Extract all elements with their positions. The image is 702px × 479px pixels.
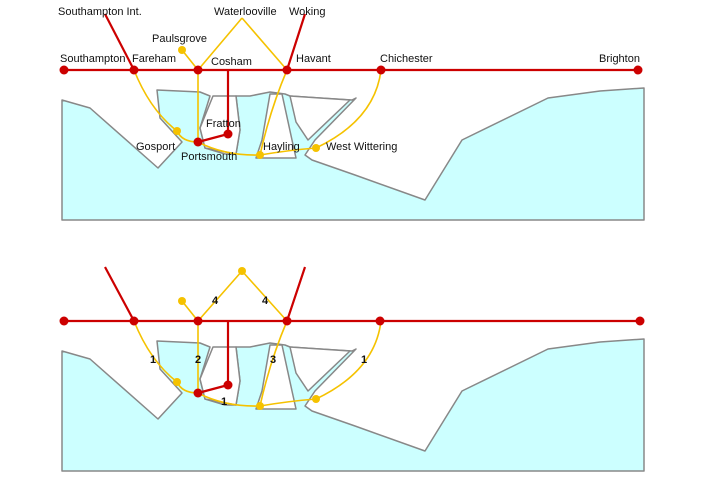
label-hayling: Hayling xyxy=(263,141,300,153)
station-dot-fareham xyxy=(129,65,139,75)
route-portsmouth-hayling xyxy=(197,392,261,407)
bottom-rail-stations xyxy=(59,316,645,398)
station-dot-southampton xyxy=(59,316,69,326)
stop-dot-paulsgrove xyxy=(178,297,186,305)
label-woking: Woking xyxy=(289,6,325,18)
top-rail-stations xyxy=(59,65,643,147)
route-waterlooville-havant xyxy=(241,17,288,71)
route-waterlooville-havant xyxy=(241,270,288,322)
stop-dot-hayling xyxy=(256,151,264,159)
station-dot-portsmouth xyxy=(193,137,203,147)
station-dot-chichester xyxy=(375,316,385,326)
bottom-rail-lines xyxy=(64,266,640,395)
segment-label-portsmouth-hayling: 1 xyxy=(221,396,227,408)
station-dot-brighton xyxy=(635,316,645,326)
route-havant-hayling xyxy=(259,320,288,407)
label-havant: Havant xyxy=(296,53,331,65)
top-yellow-stops xyxy=(173,46,320,159)
label-paulsgrove: Paulsgrove xyxy=(152,33,207,45)
rail-southampton-int-fareham xyxy=(104,266,135,322)
top-rail-lines xyxy=(64,13,638,144)
station-dot-cosham xyxy=(193,316,203,326)
stop-dot-paulsgrove xyxy=(178,46,186,54)
label-gosport: Gosport xyxy=(136,141,175,153)
station-dot-havant xyxy=(282,316,292,326)
station-dot-fareham xyxy=(129,316,139,326)
route-hayling-west-wittering xyxy=(259,147,317,156)
station-dot-cosham xyxy=(193,65,203,75)
rail-fratton-portsmouth xyxy=(197,383,229,395)
top-diagram: Southampton Int. Waterlooville Woking Pa… xyxy=(58,6,645,221)
route-cosham-waterlooville xyxy=(197,270,243,322)
segment-label-fareham-gosport: 1 xyxy=(150,354,156,366)
bottom-yellow-stops xyxy=(173,267,320,410)
station-dot-havant xyxy=(282,65,292,75)
station-dot-fratton xyxy=(223,129,233,139)
station-dot-southampton xyxy=(59,65,69,75)
route-portsmouth-hayling xyxy=(197,141,261,156)
label-cosham: Cosham xyxy=(211,56,252,68)
label-chichester: Chichester xyxy=(380,53,433,65)
label-southampton: Southampton xyxy=(60,53,125,65)
rail-woking-havant xyxy=(285,13,307,71)
segment-label-chichester-west-wittering: 1 xyxy=(361,354,367,366)
top-station-labels: Southampton Int. Waterlooville Woking Pa… xyxy=(58,6,640,163)
stop-dot-hayling xyxy=(256,402,264,410)
rail-woking-havant xyxy=(285,266,307,322)
route-cosham-waterlooville xyxy=(197,17,243,71)
route-fareham-gosport xyxy=(133,69,178,132)
route-fareham-gosport xyxy=(133,320,178,383)
label-waterlooville: Waterlooville xyxy=(214,6,277,18)
stop-dot-west-wittering xyxy=(312,395,320,403)
station-dot-fratton xyxy=(223,380,233,390)
stop-dot-waterlooville xyxy=(238,267,246,275)
top-yellow-routes xyxy=(133,17,382,156)
label-southampton-int: Southampton Int. xyxy=(58,6,142,18)
bottom-segment-labels: 1 2 4 4 3 1 1 xyxy=(150,295,367,408)
segment-label-waterlooville-havant: 4 xyxy=(262,295,269,307)
rail-southampton-int-fareham xyxy=(104,13,135,71)
top-map-base xyxy=(61,87,645,221)
bottom-diagram: 1 2 4 4 3 1 1 xyxy=(59,266,645,472)
label-fareham: Fareham xyxy=(132,53,176,65)
stop-dot-gosport xyxy=(173,127,181,135)
segment-label-paulsgrove-waterlooville: 4 xyxy=(212,295,219,307)
label-portsmouth: Portsmouth xyxy=(181,151,237,163)
segment-label-cosham-portsmouth: 2 xyxy=(195,354,201,366)
station-dot-chichester xyxy=(376,65,386,75)
label-fratton: Fratton xyxy=(206,118,241,130)
rail-fratton-portsmouth xyxy=(197,132,229,144)
bottom-yellow-routes xyxy=(133,270,382,407)
segment-label-havant-hayling: 3 xyxy=(270,354,276,366)
route-chichester-west-wittering xyxy=(315,69,382,149)
route-chichester-west-wittering xyxy=(315,320,382,400)
stop-dot-gosport xyxy=(173,378,181,386)
station-dot-portsmouth xyxy=(193,388,203,398)
station-dot-brighton xyxy=(633,65,643,75)
label-west-wittering: West Wittering xyxy=(326,141,397,153)
route-hayling-west-wittering xyxy=(259,398,317,407)
route-havant-hayling xyxy=(259,69,288,156)
stop-dot-west-wittering xyxy=(312,144,320,152)
label-brighton: Brighton xyxy=(599,53,640,65)
